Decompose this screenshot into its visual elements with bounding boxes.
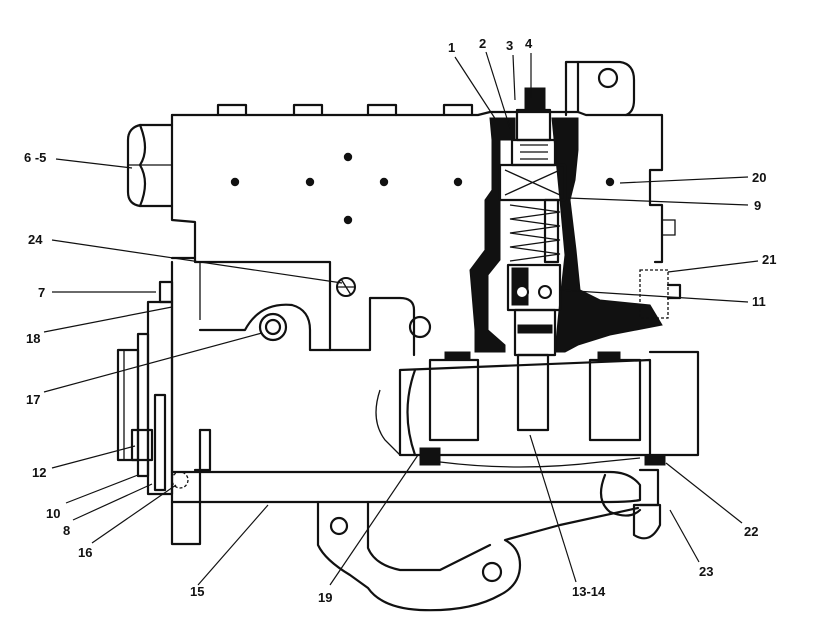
callout-16: 16 (78, 545, 92, 560)
callout-19: 19 (318, 590, 332, 605)
callout-2: 2 (479, 36, 486, 51)
camshaft (375, 350, 700, 468)
callout-21: 21 (762, 252, 776, 267)
callout-20: 20 (752, 170, 766, 185)
callout-9: 9 (754, 198, 761, 213)
callout-13-14: 13-14 (572, 584, 606, 599)
callout-1: 1 (448, 40, 455, 55)
leader-lines (43, 51, 759, 586)
callout-11: 11 (752, 294, 766, 309)
callout-6-5: 6 -5 (24, 150, 46, 165)
callout-labels: 1 2 3 4 6 -5 20 9 24 21 7 11 18 17 12 10… (24, 36, 776, 605)
callout-7: 7 (38, 285, 45, 300)
callout-8: 8 (63, 523, 70, 538)
hex-plug (126, 123, 174, 208)
left-end-cap (116, 280, 189, 496)
lower-bracket (316, 500, 640, 612)
callout-10: 10 (46, 506, 60, 521)
callout-12: 12 (32, 465, 46, 480)
bottom-rail (170, 468, 662, 540)
upper-housing (170, 60, 676, 264)
callout-3: 3 (506, 38, 513, 53)
callout-15: 15 (190, 584, 204, 599)
housing-holes (230, 152, 615, 225)
callout-17: 17 (26, 392, 40, 407)
callout-4: 4 (525, 36, 533, 51)
callout-23: 23 (699, 564, 713, 579)
callout-18: 18 (26, 331, 40, 346)
callout-22: 22 (744, 524, 758, 539)
callout-24: 24 (28, 232, 43, 247)
plunger-section (469, 87, 682, 357)
